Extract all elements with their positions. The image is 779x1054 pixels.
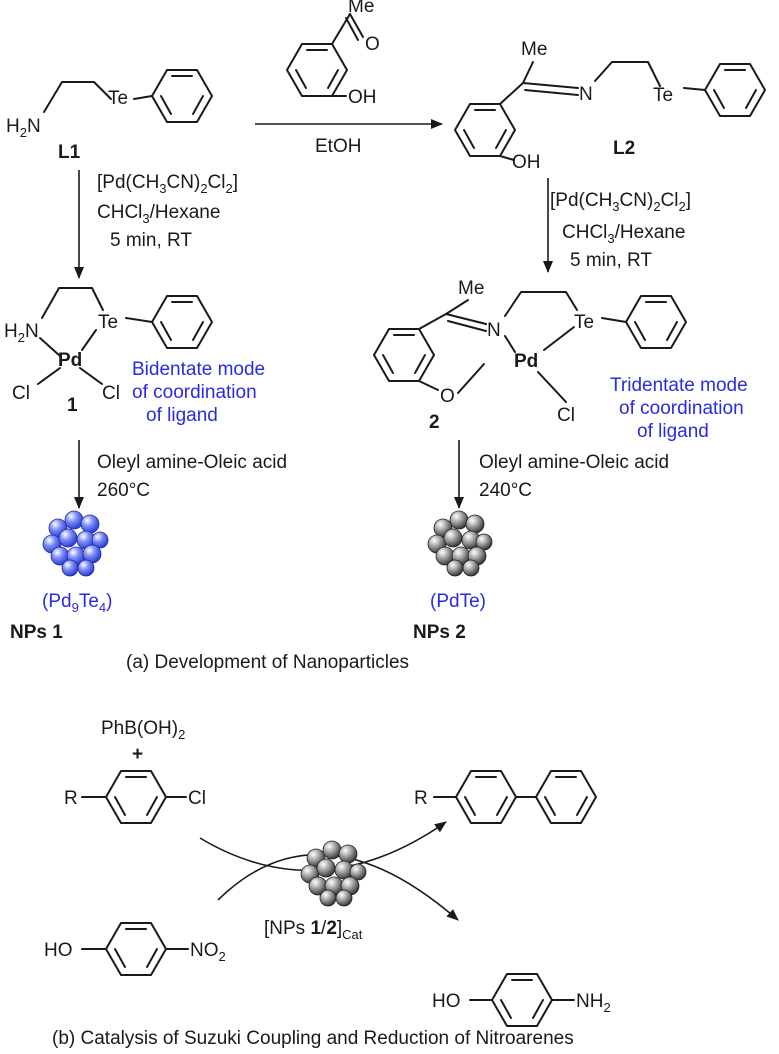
caption-b: (b) Catalysis of Suzuki Coupling and Red…: [52, 1028, 574, 1049]
reagent-oh: OH: [348, 87, 377, 108]
complex1-note-2: of coordination: [132, 382, 257, 403]
reagent-hydroxyacetophenone: Me O OH: [286, 0, 380, 108]
nitrophenol: HO NO2: [44, 922, 226, 976]
reagent-o: O: [365, 34, 380, 55]
complex2-pd: Pd: [514, 351, 538, 372]
plus-sign: +: [132, 744, 143, 765]
np1-label: NPs 1: [10, 622, 63, 643]
nanoparticle-cluster-1: [42, 510, 109, 577]
complex1-te: Te: [98, 312, 118, 333]
benzene-ring-L2: [704, 63, 766, 117]
product-r: R: [414, 788, 428, 809]
left-pd-reagent: [Pd(CH3CN)2Cl2]: [97, 172, 238, 196]
biaryl-product: R: [414, 770, 597, 824]
phenol-ring-L2: [454, 103, 516, 157]
L1-te: Te: [108, 88, 128, 109]
L2-n: N: [579, 84, 593, 105]
right-pd-reagent: [Pd(CH3CN)2Cl2]: [550, 190, 691, 214]
L1-amine: H2N: [6, 116, 41, 140]
catalyst-cluster: [300, 840, 367, 907]
complex2-cl: Cl: [557, 405, 575, 426]
complex2-me: Me: [458, 278, 484, 299]
complex2-o: O: [440, 386, 455, 407]
reagent-me: Me: [348, 0, 374, 17]
L2-te: Te: [653, 85, 673, 106]
complex2-note-1: Tridentate mode: [610, 375, 748, 396]
L1-label: L1: [58, 142, 81, 163]
solvent-etoh: EtOH: [315, 136, 361, 157]
phenol-ring-complex2: [373, 328, 435, 382]
benzene-ring-complex1: [151, 295, 213, 349]
boronic-acid: PhB(OH)2: [101, 718, 185, 742]
complex2-note-2: of coordination: [619, 398, 744, 419]
right-solvent: CHCl3/Hexane: [562, 222, 685, 246]
complex-2: Me N Te Pd O Cl 2 Tridentate mode of coo…: [373, 278, 748, 442]
np-right-temp: 240°C: [479, 480, 532, 501]
complex1-note-1: Bidentate mode: [132, 359, 265, 380]
complex1-cl1: Cl: [12, 383, 30, 404]
right-cond: 5 min, RT: [570, 250, 652, 271]
ligand-L1: H2N Te L1: [6, 69, 213, 163]
complex2-te: Te: [574, 312, 594, 333]
aminophenol: HO NH2: [432, 973, 611, 1027]
complex2-note-3: of ligand: [637, 421, 709, 442]
amine-ho: HO: [432, 991, 461, 1012]
aryl-cl: Cl: [188, 788, 206, 809]
nitro-group: NO2: [190, 940, 226, 964]
benzene-ring-L1: [151, 69, 213, 123]
complex-1: H2N Te Pd Cl Cl 1 Bidentate mode of coor…: [4, 287, 265, 426]
aryl-r: R: [64, 788, 78, 809]
ligand-L2: Me N Te OH L2: [454, 39, 766, 173]
L2-me: Me: [521, 39, 547, 60]
left-solvent: CHCl3/Hexane: [97, 202, 220, 226]
benzene-ring-complex2: [625, 295, 687, 349]
complex1-label: 1: [67, 395, 78, 416]
L2-label: L2: [613, 138, 635, 159]
nanoparticle-cluster-2: [427, 510, 493, 577]
np1-formula: (Pd9Te4): [42, 591, 112, 615]
np2-label: NPs 2: [413, 622, 466, 643]
complex2-n: N: [487, 320, 501, 341]
L2-oh: OH: [512, 152, 541, 173]
left-cond: 5 min, RT: [110, 230, 192, 251]
caption-a: (a) Development of Nanoparticles: [126, 652, 409, 673]
aryl-chloride: R Cl: [64, 770, 206, 824]
np-left-temp: 260°C: [97, 480, 150, 501]
complex1-note-3: of ligand: [146, 405, 218, 426]
complex1-amine: H2N: [4, 321, 39, 345]
complex2-label: 2: [429, 412, 440, 433]
catalyst-label: [NPs 1/2]Cat: [264, 918, 363, 942]
np-left-reagent: Oleyl amine-Oleic acid: [97, 452, 287, 473]
np-right-reagent: Oleyl amine-Oleic acid: [479, 452, 669, 473]
np2-formula: (PdTe): [430, 591, 486, 612]
nitro-ho: HO: [44, 940, 73, 961]
complex1-pd: Pd: [58, 350, 82, 371]
complex1-cl2: Cl: [102, 383, 120, 404]
amine-group: NH2: [576, 991, 611, 1015]
